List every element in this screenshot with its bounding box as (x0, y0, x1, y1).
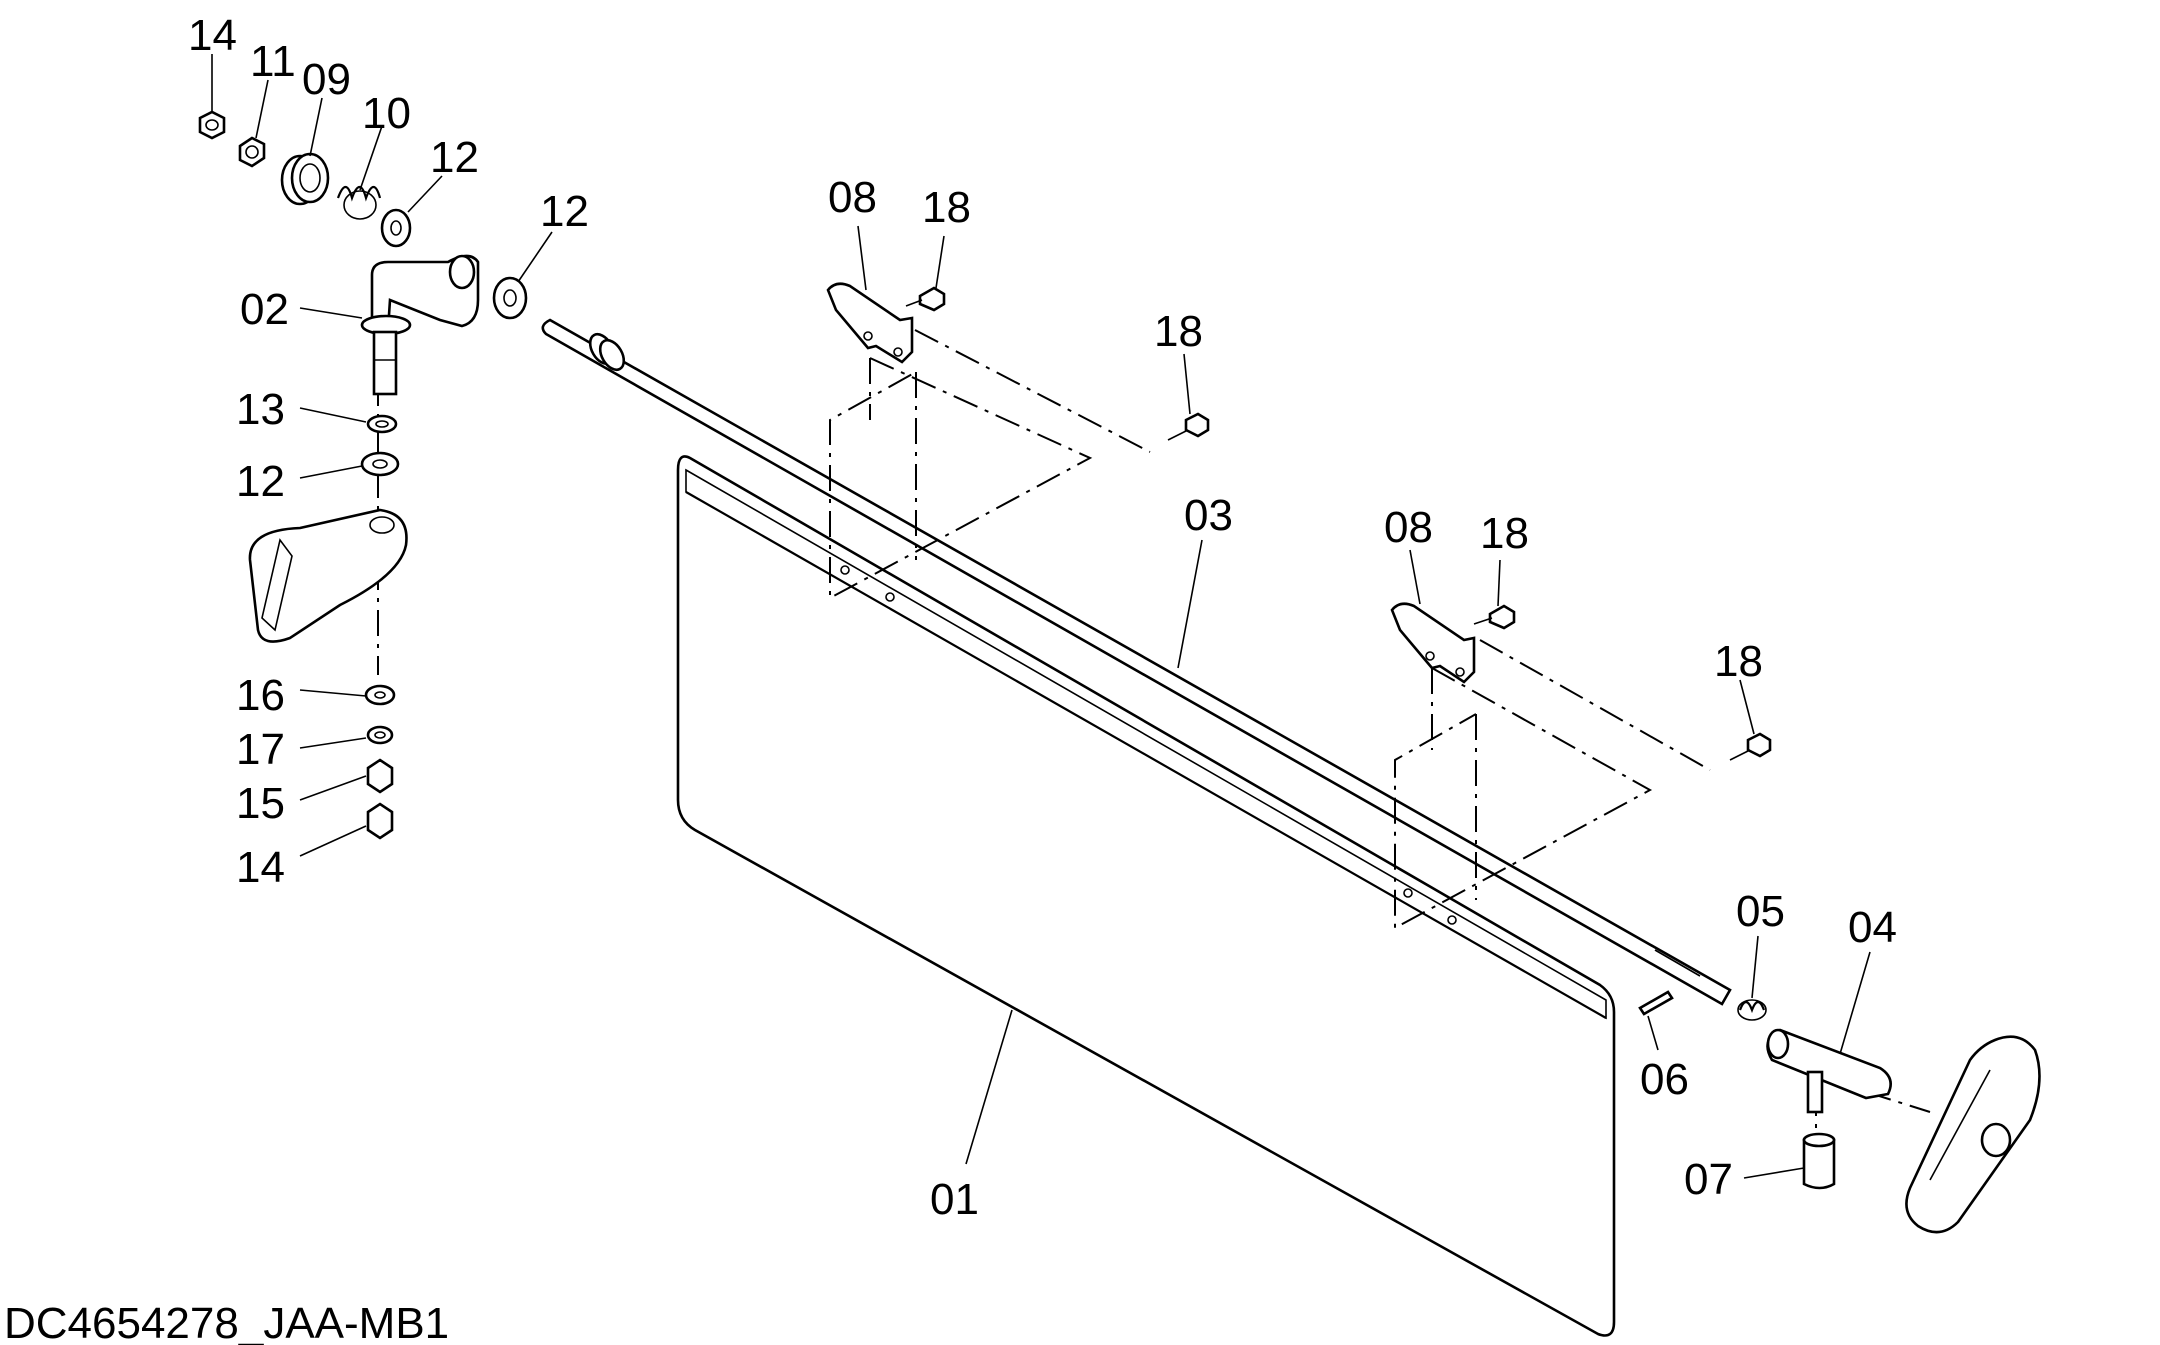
callout-12-shaft: 12 (540, 187, 589, 236)
right-hardware (1638, 990, 2041, 1234)
callout-09: 09 (302, 55, 351, 104)
callout-02: 02 (240, 285, 289, 334)
callout-12-upper: 12 (430, 133, 479, 182)
callout-08-upper: 08 (828, 173, 877, 222)
callout-07: 07 (1684, 1155, 1733, 1204)
leader-lines (211, 54, 1871, 1179)
shaft-part-03 (541, 318, 1732, 1006)
callout-18-lower-b: 18 (1714, 637, 1763, 686)
callout-14-top: 14 (188, 11, 237, 60)
callout-11: 11 (250, 37, 296, 86)
left-hardware (198, 110, 528, 840)
callout-08-lower: 08 (1384, 503, 1433, 552)
callout-18-lower-a: 18 (1480, 509, 1529, 558)
callout-12-lower: 12 (236, 457, 285, 506)
callout-15: 15 (236, 779, 285, 828)
callout-18-upper-b: 18 (1154, 307, 1203, 356)
drawing-code: DC4654278_JAA-MB1 (4, 1299, 449, 1345)
callout-labels: 14 11 09 10 12 12 02 13 12 16 17 15 14 0… (188, 11, 1897, 1224)
callout-01: 01 (930, 1175, 979, 1224)
callout-04: 04 (1848, 903, 1897, 952)
callout-16: 16 (236, 671, 285, 720)
callout-13: 13 (236, 385, 285, 434)
callout-14-bottom: 14 (236, 843, 285, 892)
bracket-part-08-upper (826, 282, 1210, 441)
panel-part-01 (676, 455, 1616, 1337)
callout-03: 03 (1184, 491, 1233, 540)
callout-05: 05 (1736, 887, 1785, 936)
callout-17: 17 (236, 725, 285, 774)
callout-06: 06 (1640, 1055, 1689, 1104)
callout-18-upper-a: 18 (922, 183, 971, 232)
callout-10: 10 (362, 89, 411, 138)
bracket-part-08-lower (1390, 602, 1772, 761)
